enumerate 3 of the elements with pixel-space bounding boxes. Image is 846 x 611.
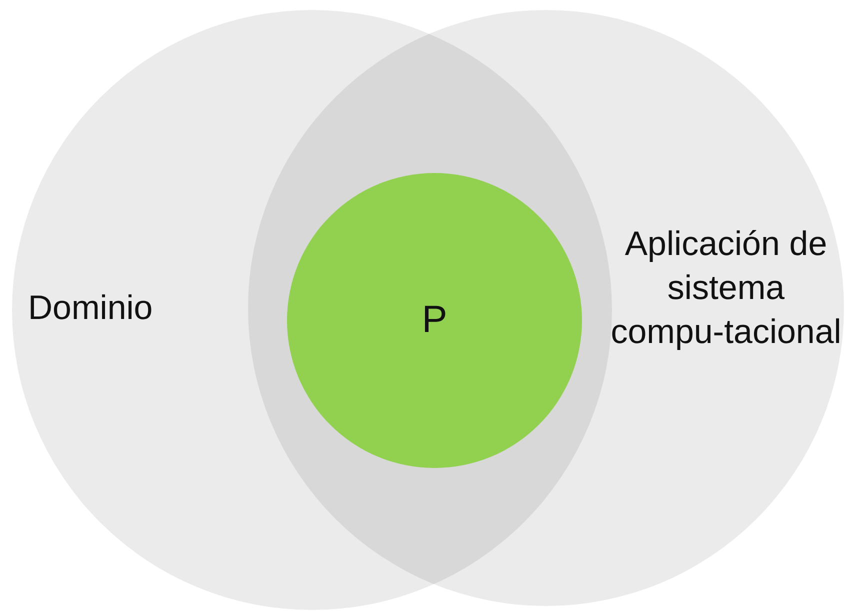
set-label: Dominio	[28, 288, 153, 329]
set-label: Aplicación de sistema compu-tacional	[610, 224, 842, 353]
circle-label: P	[422, 299, 448, 342]
